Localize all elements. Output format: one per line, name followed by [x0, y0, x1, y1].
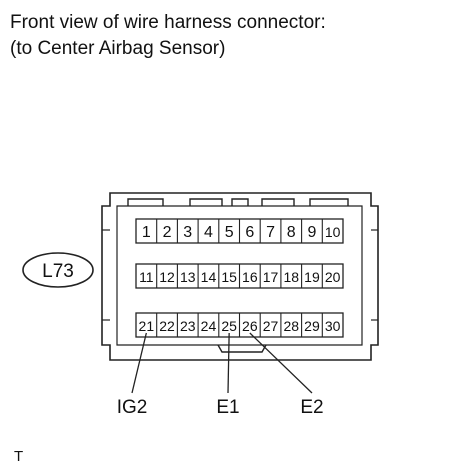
- pin-label-7: 7: [266, 224, 275, 241]
- callout-label-ig2: IG2: [117, 397, 148, 418]
- key-notch: [217, 344, 267, 353]
- callout-label-e1: E1: [216, 397, 239, 418]
- pin-label-11: 11: [139, 269, 154, 285]
- connector-code-ellipse: [22, 252, 94, 288]
- pin-label-19: 19: [304, 269, 320, 285]
- pin-label-24: 24: [201, 318, 217, 334]
- pin-label-17: 17: [263, 269, 279, 285]
- diagram-subtitle: (to Center Airbag Sensor): [10, 38, 226, 59]
- pin-label-3: 3: [183, 224, 192, 241]
- pin-label-26: 26: [242, 318, 258, 334]
- callout-label-e2: E2: [300, 397, 323, 418]
- pin-label-16: 16: [242, 269, 258, 285]
- callout-leader-ig2: [131, 332, 147, 394]
- pin-label-20: 20: [325, 269, 341, 285]
- locking-tab: [231, 198, 249, 206]
- locking-tab: [309, 198, 349, 206]
- callouts: IG2 E1 E2: [117, 332, 324, 418]
- pin-label-13: 13: [180, 269, 196, 285]
- pin-label-14: 14: [201, 269, 217, 285]
- corner-mark: T: [14, 448, 24, 465]
- pin-label-12: 12: [159, 269, 175, 285]
- pin-label-6: 6: [245, 224, 254, 241]
- callout-leader-e2: [249, 332, 313, 394]
- connector-code-label: L73: [42, 261, 74, 282]
- pin-label-4: 4: [204, 224, 213, 241]
- pin-label-23: 23: [180, 318, 196, 334]
- locking-tab: [127, 198, 164, 206]
- pin-label-18: 18: [283, 269, 299, 285]
- pin-label-15: 15: [221, 269, 237, 285]
- pin-label-1: 1: [142, 224, 151, 241]
- connector-housing: [101, 192, 379, 361]
- pin-label-8: 8: [287, 224, 296, 241]
- pin-label-21: 21: [139, 318, 155, 334]
- pin-label-25: 25: [221, 318, 237, 334]
- pin-label-22: 22: [159, 318, 175, 334]
- pin-label-2: 2: [163, 224, 172, 241]
- pin-label-5: 5: [225, 224, 234, 241]
- diagram-title: Front view of wire harness connector:: [10, 12, 326, 33]
- pin-label-28: 28: [283, 318, 299, 334]
- pin-label-29: 29: [304, 318, 320, 334]
- locking-tab: [189, 198, 223, 206]
- pin-label-9: 9: [307, 224, 316, 241]
- pin-label-30: 30: [325, 318, 341, 334]
- callout-leader-e1: [227, 332, 230, 394]
- pin-label-10: 10: [325, 224, 341, 240]
- locking-tab: [261, 198, 295, 206]
- connector-inner-frame: [116, 205, 363, 346]
- pin-label-27: 27: [263, 318, 279, 334]
